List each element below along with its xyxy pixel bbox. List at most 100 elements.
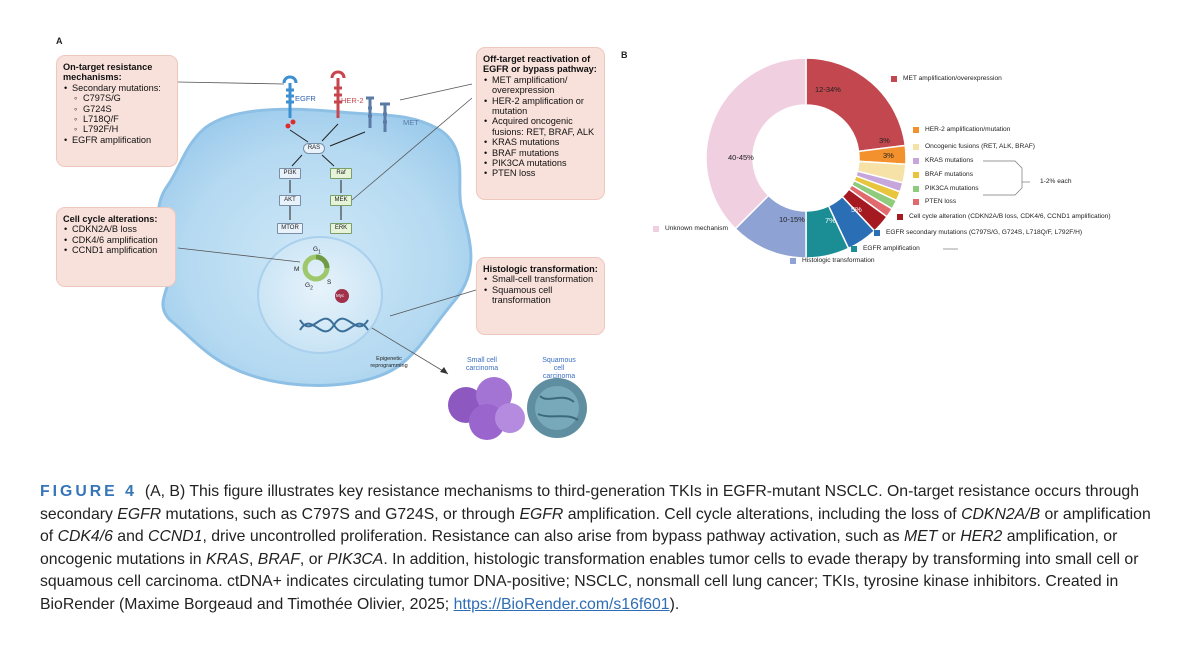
akt-node: AKT bbox=[279, 195, 301, 206]
caption-gene: HER2 bbox=[960, 528, 1003, 545]
list-item: PTEN loss bbox=[483, 168, 598, 179]
legend-histologic: Histologic transformation bbox=[802, 257, 875, 264]
caption-gene: CCND1 bbox=[148, 528, 203, 545]
legend-swatch-unknown bbox=[653, 226, 659, 232]
histologic-title: Histologic transformation: bbox=[483, 264, 598, 274]
nucleus bbox=[257, 236, 383, 354]
cell-illustration bbox=[157, 70, 587, 440]
small-cell-cluster bbox=[448, 377, 525, 440]
legend-swatch-met bbox=[891, 76, 897, 82]
g1-label: G1 bbox=[313, 246, 321, 256]
cell-cycle-title: Cell cycle alterations: bbox=[63, 214, 158, 224]
erk-node: ERK bbox=[330, 223, 352, 234]
segment-label-egfr-secondary: 5% bbox=[851, 205, 862, 214]
segment-label-unknown: 40-45% bbox=[728, 153, 754, 162]
on-target-box: On-target resistance mechanisms: Seconda… bbox=[56, 55, 178, 167]
mek-node: MEK bbox=[330, 195, 352, 206]
caption-text: , bbox=[249, 550, 258, 568]
pi3k-node: PI3K bbox=[279, 168, 301, 179]
legend-swatch-egfr-amp bbox=[851, 246, 857, 252]
list-item: C797S/G bbox=[63, 93, 171, 104]
caption-text: or amplification of bbox=[40, 505, 1151, 546]
list-item: L718Q/F bbox=[63, 114, 171, 125]
caption-text: (A, B) This figure illustrates key resis… bbox=[40, 483, 1139, 523]
list-item: CDKN2A/B loss bbox=[63, 224, 169, 235]
caption-gene: EGFR bbox=[519, 505, 564, 523]
segment-label-her2: 3% bbox=[879, 136, 890, 145]
figure-number: FIGURE 4 bbox=[40, 483, 137, 500]
caption-gene: MET bbox=[904, 528, 938, 545]
list-item: EGFR amplification bbox=[63, 135, 171, 146]
list-item: CCND1 amplification bbox=[63, 245, 169, 256]
caption-gene: EGFR bbox=[117, 505, 162, 523]
segment-label-histologic: 10-15% bbox=[779, 215, 805, 224]
list-item: Secondary mutations: bbox=[63, 83, 171, 94]
g2-label: G2 bbox=[305, 282, 313, 292]
caption-text: amplification. Cell cycle alterations, i… bbox=[563, 505, 962, 523]
off-target-box: Off-target reactivation of EGFR or bypas… bbox=[476, 47, 605, 200]
s-label: S bbox=[327, 279, 332, 286]
legend-swatch-fusions bbox=[913, 144, 919, 150]
met-label: MET bbox=[403, 118, 419, 127]
her2-label: HER-2 bbox=[341, 96, 364, 105]
caption-text: mutations, such as C797S and G724S, or t… bbox=[161, 505, 520, 523]
legend-kras: KRAS mutations bbox=[925, 157, 974, 164]
legend-pten: PTEN loss bbox=[925, 198, 957, 205]
mtor-node: MTOR bbox=[277, 223, 303, 234]
list-item: HER-2 amplification or mutation bbox=[483, 96, 598, 117]
legend-swatch-egfr-secondary bbox=[874, 230, 880, 236]
legend-swatch-her2 bbox=[913, 127, 919, 133]
legend-swatch-cell-cycle bbox=[897, 214, 903, 220]
figure-caption: FIGURE 4(A, B) This figure illustrates k… bbox=[40, 481, 1165, 616]
m-label: M bbox=[294, 266, 300, 273]
caption-text: ). bbox=[669, 595, 680, 613]
legend-swatch-braf bbox=[913, 172, 919, 178]
legend-cell-cycle: Cell cycle alteration (CDKN2A/B loss, CD… bbox=[909, 213, 1111, 220]
donut-chart bbox=[705, 57, 1030, 259]
small-cell-label: Small cell carcinoma bbox=[465, 357, 499, 372]
segment-label-egfr-amp: 7% bbox=[825, 216, 836, 225]
list-item: L792F/H bbox=[63, 124, 171, 135]
caption-gene: CDK4/6 bbox=[57, 528, 113, 545]
epigenetic-label: Epigenetic reprogramming bbox=[370, 356, 408, 369]
list-item: G724S bbox=[63, 104, 171, 115]
off-target-title: Off-target reactivation of EGFR or bypas… bbox=[483, 54, 597, 75]
met-receptor bbox=[366, 96, 390, 132]
biorender-link[interactable]: https://BioRender.com/s16f601 bbox=[453, 595, 670, 613]
caption-gene: KRAS bbox=[205, 550, 249, 568]
list-item: BRAF mutations bbox=[483, 148, 598, 159]
legend-pik3ca: PIK3CA mutations bbox=[925, 185, 979, 192]
myc-protein bbox=[335, 289, 349, 303]
segment-label-fusions: 3% bbox=[883, 151, 894, 160]
legend-her2: HER-2 amplification/mutation bbox=[925, 126, 1011, 133]
legend-swatch-histologic bbox=[790, 258, 796, 264]
panel-b-label: B bbox=[621, 50, 628, 60]
egfr-receptor bbox=[282, 75, 298, 118]
caption-text: . In addition, histologic transformation… bbox=[40, 550, 1139, 613]
dna-helix bbox=[299, 317, 369, 333]
caption-text: amplification, or oncogenic mutations in bbox=[40, 528, 1118, 568]
legend-met: MET amplification/overexpression bbox=[903, 75, 1002, 82]
caption-gene: BRAF bbox=[257, 550, 300, 568]
list-item: Squamous cell transformation bbox=[483, 285, 598, 306]
legend-unknown: Unknown mechanism bbox=[665, 225, 729, 232]
legend-egfr-amp: EGFR amplification bbox=[863, 245, 920, 252]
list-item: Small-cell transformation bbox=[483, 274, 598, 285]
legend-swatch-pten bbox=[913, 199, 919, 205]
caption-text: , drive uncontrolled proliferation. Resi… bbox=[202, 528, 905, 545]
list-item: MET amplification/ overexpression bbox=[483, 75, 598, 96]
caption-text: and bbox=[112, 528, 149, 545]
list-item: PIK3CA mutations bbox=[483, 158, 598, 169]
egfr-label: EGFR bbox=[295, 94, 316, 103]
legend-swatch-pik3ca bbox=[913, 186, 919, 192]
squamous-cell-cluster bbox=[527, 378, 587, 438]
caption-gene: PIK3CA bbox=[327, 550, 384, 568]
donut-segment bbox=[705, 57, 807, 230]
her2-receptor bbox=[330, 70, 346, 118]
legend-braf: BRAF mutations bbox=[925, 171, 974, 178]
legend-swatch-kras bbox=[913, 158, 919, 164]
list-item: Acquired oncogenic fusions: RET, BRAF, A… bbox=[483, 116, 598, 137]
raf-node: Raf bbox=[330, 168, 352, 179]
caption-text: or bbox=[937, 528, 961, 545]
cell-cycle-box: Cell cycle alterations: CDKN2A/B loss CD… bbox=[56, 207, 176, 287]
